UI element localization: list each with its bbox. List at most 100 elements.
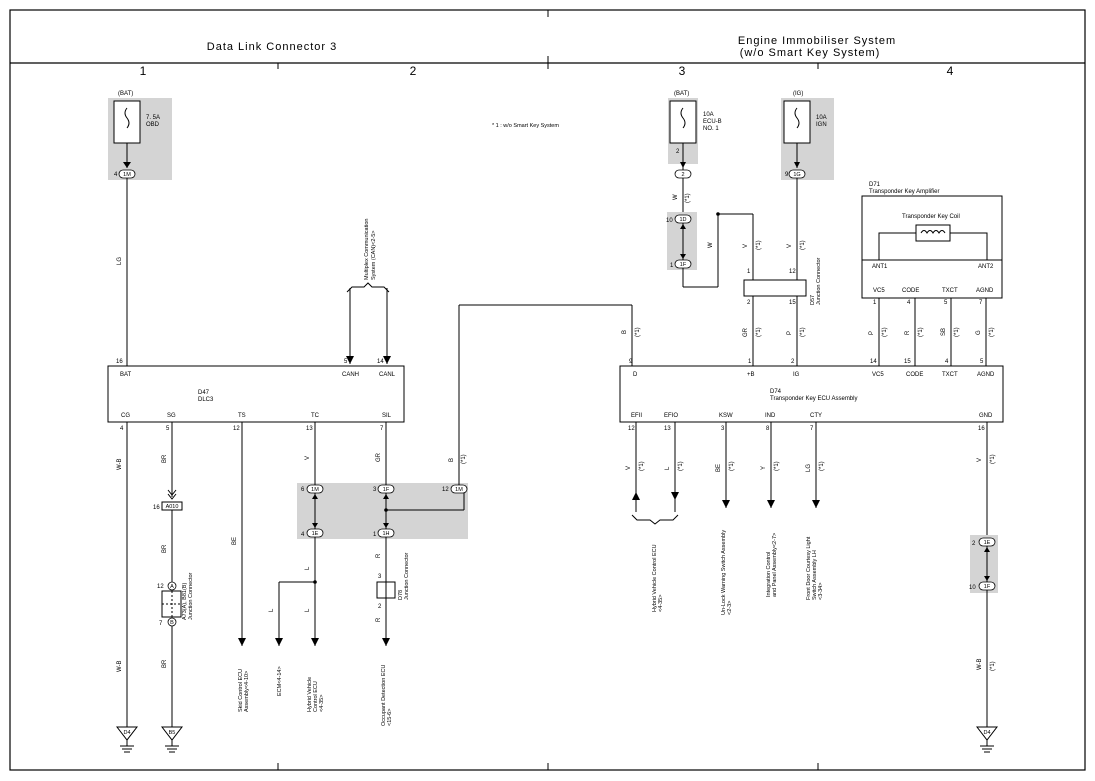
a010-pin: 16 bbox=[153, 505, 160, 511]
coil-icon bbox=[920, 230, 946, 234]
ign-fuse bbox=[783, 100, 811, 144]
ign-pin: 9 bbox=[785, 172, 789, 178]
ant2-label: ANT2 bbox=[978, 264, 994, 270]
ecu-pin-d: D bbox=[633, 372, 638, 378]
connector-1m-b-label: 1M bbox=[311, 487, 319, 493]
connector-1h-label: 1H bbox=[382, 531, 389, 537]
ecu-pin-3: 3 bbox=[721, 426, 725, 432]
star-note-sb: (*1) bbox=[954, 327, 960, 337]
a73-pin-7: 7 bbox=[159, 621, 163, 627]
a73-name: Junction Connector bbox=[188, 572, 194, 620]
dlc3-pin-canl: CANL bbox=[379, 372, 396, 378]
ref-door-line1: Front Door Courtesy Light bbox=[806, 536, 812, 600]
ecu-pin-efio: EFIO bbox=[664, 413, 678, 419]
wire-color-wb-2: W-B bbox=[117, 660, 123, 672]
column-3-label: 3 bbox=[679, 64, 686, 78]
wire-color-r-1: R bbox=[376, 553, 382, 558]
ecu-pin-2: 2 bbox=[791, 359, 795, 365]
star-note-wb: (*1) bbox=[990, 661, 996, 671]
dlc3-pin-14: 14 bbox=[377, 359, 384, 365]
ecu-pin-txct: TXCT bbox=[942, 372, 958, 378]
obd-fuse-rating: 7. 5A bbox=[146, 115, 160, 121]
star-note-w1: (*1) bbox=[685, 193, 691, 203]
amplifier-id: D71 bbox=[869, 182, 881, 188]
ecu-pin-plus-b: +B bbox=[747, 372, 755, 378]
c10-pin: 10 bbox=[666, 218, 673, 224]
d78-id: D78 bbox=[398, 590, 404, 600]
dlc3-pin-sil: SIL bbox=[382, 413, 392, 419]
c10f-pin: 10 bbox=[969, 585, 976, 591]
ref-hv2-line1: Hybrid Vehicle Control ECU bbox=[652, 544, 658, 612]
connector-1f-label: 1F bbox=[383, 487, 390, 493]
coil-label: Transponder Key Coil bbox=[902, 214, 960, 220]
ref-unlock-line1: Un-Lock Warning Switch Assembly bbox=[721, 530, 727, 615]
wire-color-v-4: V bbox=[977, 458, 983, 462]
connector-1e-label: 1E bbox=[312, 531, 319, 537]
ecub-rating: 10A bbox=[703, 112, 714, 118]
right-title-line2: (w/o Smart Key System) bbox=[740, 47, 881, 59]
wire-color-gr-sil: GR bbox=[376, 452, 382, 462]
d78-name: Junction Connector bbox=[404, 552, 410, 600]
d78-pin-2: 2 bbox=[378, 604, 382, 610]
ecu-pin-cty: CTY bbox=[810, 413, 822, 419]
transponder-key-ecu bbox=[619, 365, 1004, 423]
dlc3-pin-canh: CANH bbox=[342, 372, 359, 378]
amp-pin-5: 5 bbox=[944, 300, 948, 306]
connector-a bbox=[167, 581, 177, 591]
dlc3-pin-bat: BAT bbox=[120, 372, 132, 378]
wire-color-l-4: L bbox=[665, 466, 671, 470]
d78-pin-3: 3 bbox=[378, 574, 382, 580]
ecu-id: D74 bbox=[770, 389, 782, 395]
ecu-pin-efii: EFII bbox=[631, 413, 642, 419]
star-note-v4: (*1) bbox=[990, 454, 996, 464]
d57-pin-12: 12 bbox=[789, 269, 796, 275]
mpx-ref-line2: System (CAN)<2-5> bbox=[371, 230, 377, 280]
d57-pin-2: 2 bbox=[747, 300, 751, 306]
c6-pin: 6 bbox=[301, 487, 305, 493]
ecu-name: Transponder Key ECU Assembly bbox=[770, 396, 857, 402]
ecu-pin-5: 5 bbox=[980, 359, 984, 365]
ref-door-line3: <3-34> bbox=[818, 583, 824, 600]
connector-a010-label: A010 bbox=[166, 504, 179, 510]
obd-fuse-name: OBD bbox=[146, 122, 160, 128]
ecu-pin-ksw: KSW bbox=[719, 413, 733, 419]
wire-color-l-2: L bbox=[269, 608, 275, 612]
ref-hv2-line2: <4-35> bbox=[658, 595, 664, 612]
ground-icon bbox=[160, 726, 184, 741]
wire-color-lg-2: LG bbox=[806, 464, 812, 472]
ign-name: IGN bbox=[816, 122, 827, 128]
connector-1m-label: 1M bbox=[123, 172, 131, 178]
d57-pin-15: 15 bbox=[789, 300, 796, 306]
ecu-pin-16: 16 bbox=[978, 426, 985, 432]
ecu-pin-13: 13 bbox=[664, 426, 671, 432]
wire-color-p-2: P bbox=[869, 331, 875, 335]
column-4-label: 4 bbox=[947, 64, 954, 78]
dlc3-pin-tc: TC bbox=[311, 413, 320, 419]
ecu-pin-ind: IND bbox=[765, 413, 776, 419]
ground-b5: B5 bbox=[169, 730, 176, 736]
obd-fuse-source: (BAT) bbox=[118, 91, 133, 97]
fuse-icon bbox=[794, 107, 800, 129]
ecu-pin-4: 4 bbox=[945, 359, 949, 365]
ecu-pin-gnd: GND bbox=[979, 413, 993, 419]
wire-color-gr-1: GR bbox=[743, 327, 749, 337]
wire-color-v-3: V bbox=[626, 466, 632, 470]
c3-pin: 3 bbox=[373, 487, 377, 493]
column-1-label: 1 bbox=[140, 64, 147, 78]
wire-color-l-3: L bbox=[305, 608, 311, 612]
wire-color-wb-3: W-B bbox=[977, 658, 983, 670]
d57-pin-1: 1 bbox=[747, 269, 751, 275]
dlc3-pin-cg: CG bbox=[121, 413, 130, 419]
note-text: * 1 : w/o Smart Key System bbox=[492, 123, 559, 129]
wire-color-g: G bbox=[976, 330, 982, 335]
ecu-pin-1: 1 bbox=[748, 359, 752, 365]
amplifier-name: Transponder Key Amplifier bbox=[869, 189, 939, 195]
star-note-g: (*1) bbox=[989, 327, 995, 337]
connector-b-label: B bbox=[170, 620, 174, 626]
star-note-gr1: (*1) bbox=[756, 327, 762, 337]
connector-1f-c-label: 1F bbox=[984, 584, 991, 590]
wire-color-sb: SB bbox=[941, 328, 947, 336]
amp-pin-7: 7 bbox=[979, 300, 983, 306]
ref-unlock-line2: <2-3> bbox=[727, 601, 733, 615]
wire-color-b-1: B bbox=[449, 458, 455, 462]
